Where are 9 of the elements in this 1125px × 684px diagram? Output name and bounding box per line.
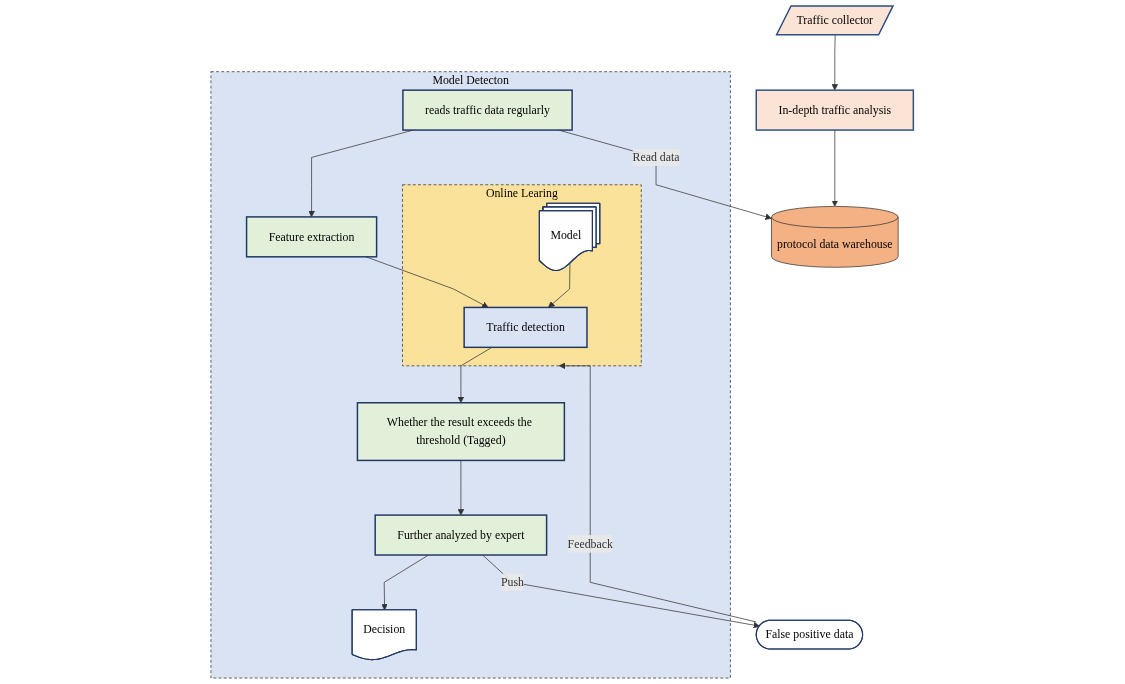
edge-label: Read data	[632, 150, 680, 164]
node-box: Further analyzed by expert	[374, 514, 548, 556]
node-box: Whether the result exceeds the threshold (Tagged)	[357, 402, 566, 462]
edge-label: Feedback	[567, 537, 614, 550]
node-box: reads traffic data regularly	[402, 89, 574, 131]
node-box: In-depth traffic analysis	[755, 89, 915, 131]
node-box: Feature extraction	[246, 216, 378, 258]
node-box: Traffic detection	[463, 306, 589, 349]
edge-label: Push	[501, 575, 525, 589]
